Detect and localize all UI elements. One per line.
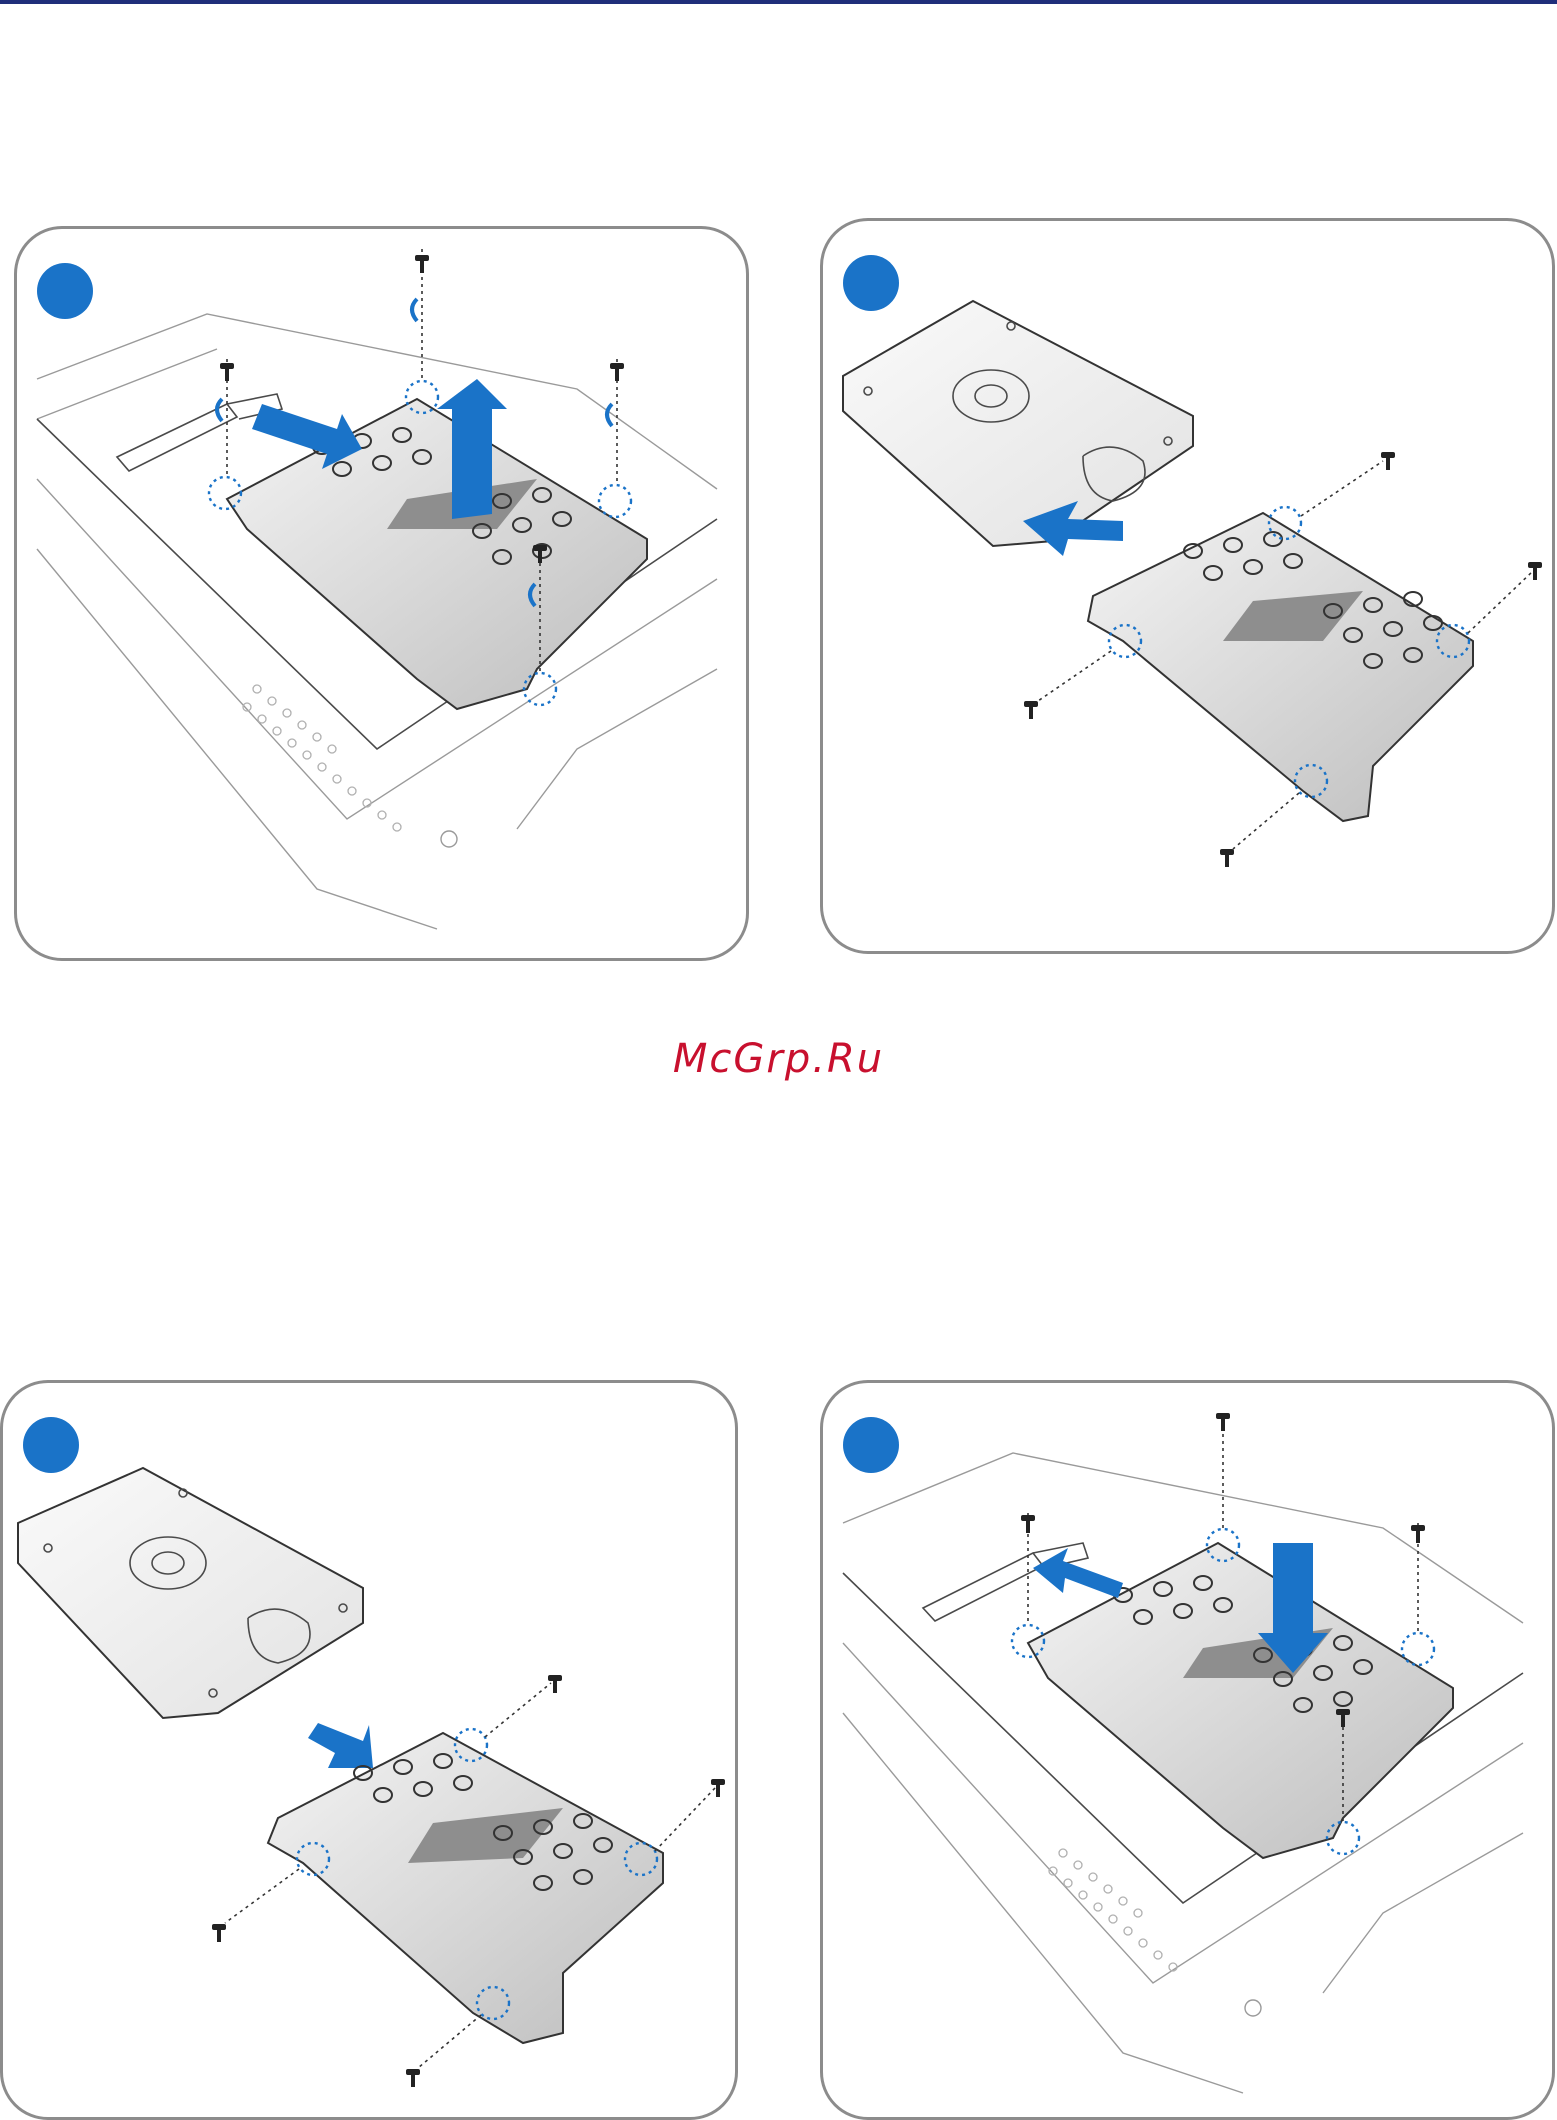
watermark-text: McGrp.Ru [0, 1036, 1557, 1082]
step-panel-4 [820, 1380, 1555, 2120]
illustration-insert-drive [3, 1383, 738, 2120]
step-panel-1 [14, 226, 749, 961]
illustration-remove-drive [823, 221, 1555, 954]
illustration-remove-bracket [17, 229, 749, 961]
step-panel-3 [0, 1380, 738, 2120]
illustration-install-bracket [823, 1383, 1555, 2120]
step-panel-2 [820, 218, 1555, 954]
top-rule [0, 0, 1557, 4]
